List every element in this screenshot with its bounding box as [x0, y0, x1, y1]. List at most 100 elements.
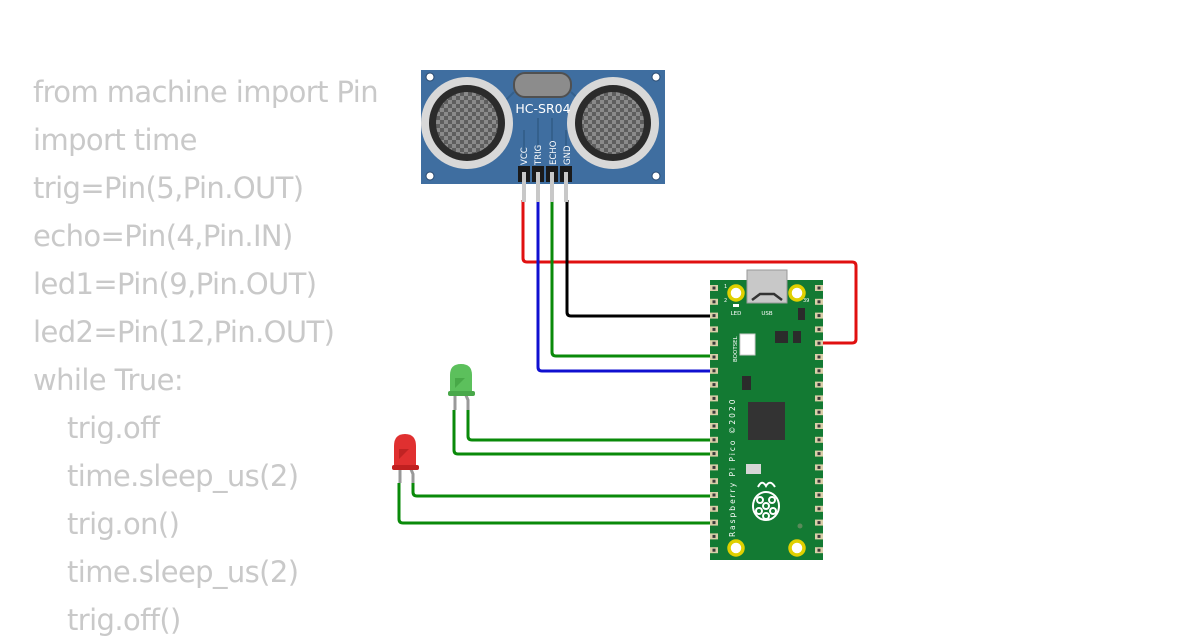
smd-component — [798, 308, 805, 320]
pin-hole — [712, 493, 716, 497]
pin-hole — [712, 424, 716, 428]
pin-hole — [712, 479, 716, 483]
pin-label-gnd: GND — [563, 145, 573, 165]
test-point — [797, 523, 803, 529]
rp2040-chip — [748, 402, 785, 440]
code-line: time.sleep_us(2) — [67, 555, 299, 589]
circuit-diagram: HC-SR04 VCC TRIG ECHO GND LED USB 1 2 39… — [392, 70, 858, 560]
bootsel-button[interactable] — [739, 333, 756, 356]
pin-hole — [817, 534, 821, 538]
pin-label-trig: TRIG — [534, 145, 544, 166]
pin-hole — [817, 479, 821, 483]
gnd-wire[interactable] — [565, 200, 718, 318]
smd-component — [746, 464, 761, 474]
header-lead — [564, 172, 568, 202]
pin-label-vcc: VCC — [520, 147, 530, 165]
pin-hole — [817, 493, 821, 497]
pin-hole — [817, 286, 821, 290]
code-line: led2=Pin(12,Pin.OUT) — [33, 315, 335, 349]
mount-hole — [727, 284, 745, 302]
code-line: import time — [33, 123, 197, 157]
pin-hole — [712, 396, 716, 400]
code-line: while True: — [33, 363, 184, 397]
hc-sr04-sensor[interactable]: HC-SR04 VCC TRIG ECHO GND — [421, 70, 665, 202]
pin-hole — [817, 300, 821, 304]
pin-hole — [817, 507, 821, 511]
smd-component — [793, 331, 801, 343]
pin-hole — [817, 369, 821, 373]
pin-hole — [712, 452, 716, 456]
mount-hole — [651, 171, 661, 181]
red-led[interactable] — [392, 434, 419, 483]
pin-hole — [712, 355, 716, 359]
pin-hole — [817, 452, 821, 456]
vcc-wire[interactable] — [521, 200, 858, 345]
pin-hole — [817, 465, 821, 469]
onboard-led — [733, 304, 739, 307]
receiver-transducer — [567, 77, 659, 169]
raspberry-logo-icon — [752, 481, 780, 521]
bootsel-label: BOOTSEL — [733, 335, 739, 362]
pin-hole — [817, 548, 821, 552]
pin-hole — [712, 300, 716, 304]
mount-hole — [425, 171, 435, 181]
code-line: trig.on() — [67, 507, 180, 541]
led-label: LED — [731, 311, 742, 317]
pin-hole — [817, 521, 821, 525]
pin-hole — [712, 521, 716, 525]
pin-hole — [712, 341, 716, 345]
pin-hole — [817, 424, 821, 428]
green-led[interactable] — [448, 364, 475, 410]
pin-1-label: 1 — [724, 284, 727, 290]
board-name-label: Raspberry Pi Pico ©2020 — [728, 398, 737, 538]
sensor-model-label: HC-SR04 — [515, 101, 570, 116]
code-line: trig.off — [67, 411, 160, 445]
trig-wire[interactable] — [536, 200, 718, 373]
pin-hole — [712, 410, 716, 414]
code-line: time.sleep_us(2) — [67, 459, 299, 493]
pin-hole — [817, 314, 821, 318]
crystal — [513, 72, 572, 98]
red-led-wire-b[interactable] — [397, 483, 718, 525]
pin-hole — [712, 507, 716, 511]
mount-hole — [727, 539, 745, 557]
code-line: led1=Pin(9,Pin.OUT) — [33, 267, 317, 301]
mount-hole — [425, 72, 435, 82]
mount-hole — [788, 284, 806, 302]
pin-hole — [712, 286, 716, 290]
smd-component — [775, 331, 788, 343]
green-led-wire-b[interactable] — [452, 410, 718, 456]
pin-hole — [712, 548, 716, 552]
green-led-wire-a[interactable] — [466, 410, 718, 442]
pin-label-echo: ECHO — [549, 140, 559, 165]
mount-hole — [788, 539, 806, 557]
pin-hole — [712, 465, 716, 469]
code-line: from machine import Pin — [33, 75, 379, 109]
header-lead — [536, 172, 540, 202]
pin-hole — [817, 410, 821, 414]
smd-component — [742, 376, 751, 390]
red-led-wire-a[interactable] — [411, 483, 718, 498]
pin-hole — [817, 438, 821, 442]
pin-hole — [712, 327, 716, 331]
header-lead — [550, 172, 554, 202]
pin-hole — [817, 355, 821, 359]
pin-hole — [817, 396, 821, 400]
pin-hole — [817, 341, 821, 345]
code-line: trig=Pin(5,Pin.OUT) — [33, 171, 304, 205]
mount-hole — [651, 72, 661, 82]
echo-wire[interactable] — [550, 200, 718, 358]
code-listing: from machine import Pin import time trig=P… — [33, 68, 379, 644]
pin-hole — [817, 383, 821, 387]
header-lead — [522, 172, 526, 202]
raspberry-pi-pico[interactable]: LED USB 1 2 39 BOOTSEL Raspberry Pi Pico… — [710, 269, 823, 560]
pin-hole — [712, 534, 716, 538]
pin-2-label: 2 — [724, 298, 727, 304]
pin-hole — [817, 327, 821, 331]
pin-39-label: 39 — [803, 298, 809, 304]
pin-hole — [712, 369, 716, 373]
usb-label: USB — [761, 311, 773, 317]
pin-hole — [712, 314, 716, 318]
transmitter-transducer — [421, 77, 513, 169]
pin-hole — [712, 383, 716, 387]
